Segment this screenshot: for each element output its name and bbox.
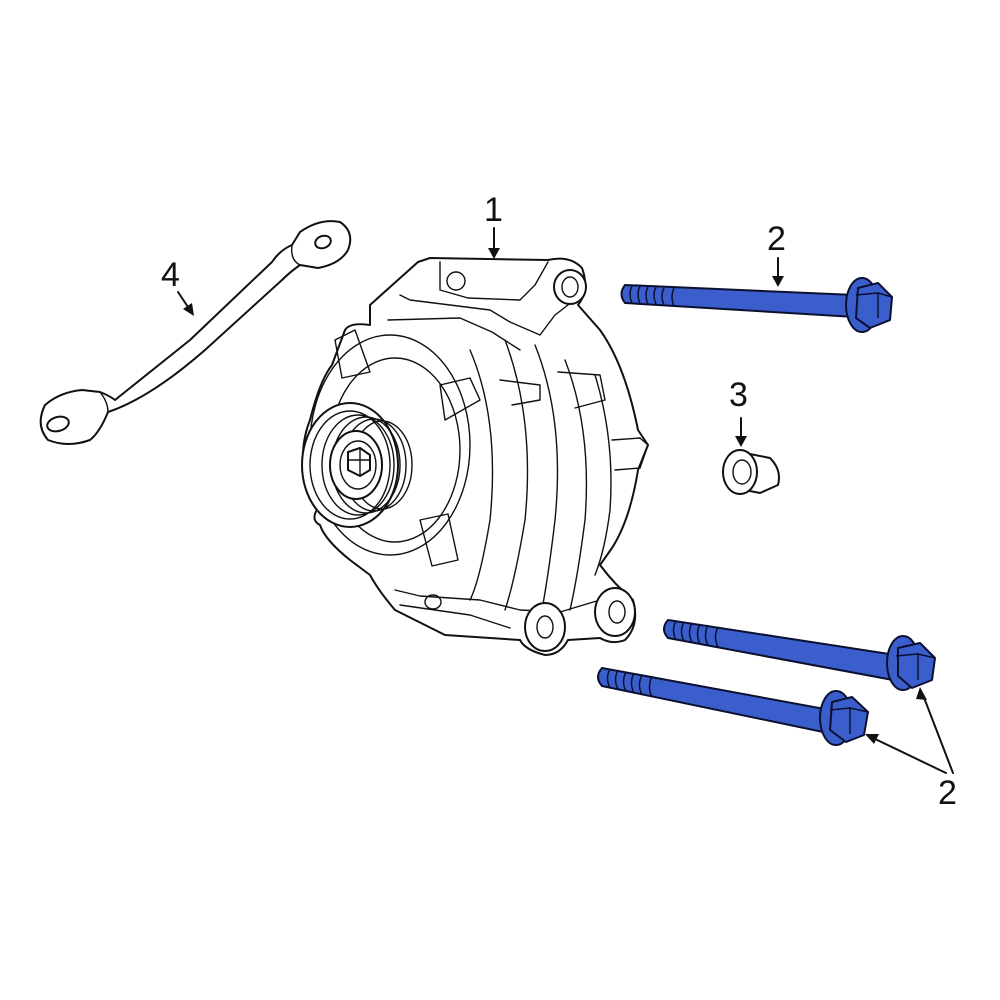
callout-2-upper-arrow	[772, 257, 784, 287]
callout-2-lower-arrows	[865, 687, 954, 774]
callout-label-2-lower: 2	[938, 774, 957, 812]
flange-nut[interactable]	[722, 449, 780, 495]
callout-label-3: 3	[729, 376, 748, 414]
callout-label-1: 1	[484, 191, 503, 229]
ground-strap[interactable]	[39, 220, 352, 445]
mounting-bolt-lower-a[interactable]	[663, 619, 936, 691]
mounting-bolt-lower-b[interactable]	[597, 667, 869, 746]
pulley	[301, 402, 413, 528]
callout-label-2-upper: 2	[767, 220, 786, 258]
callout-label-4: 4	[161, 256, 180, 294]
alternator[interactable]	[301, 257, 649, 656]
mounting-bolt-upper[interactable]	[620, 277, 893, 333]
callout-4-arrow	[177, 291, 194, 316]
callout-1-arrow	[488, 227, 500, 259]
callout-3-arrow	[735, 417, 747, 447]
